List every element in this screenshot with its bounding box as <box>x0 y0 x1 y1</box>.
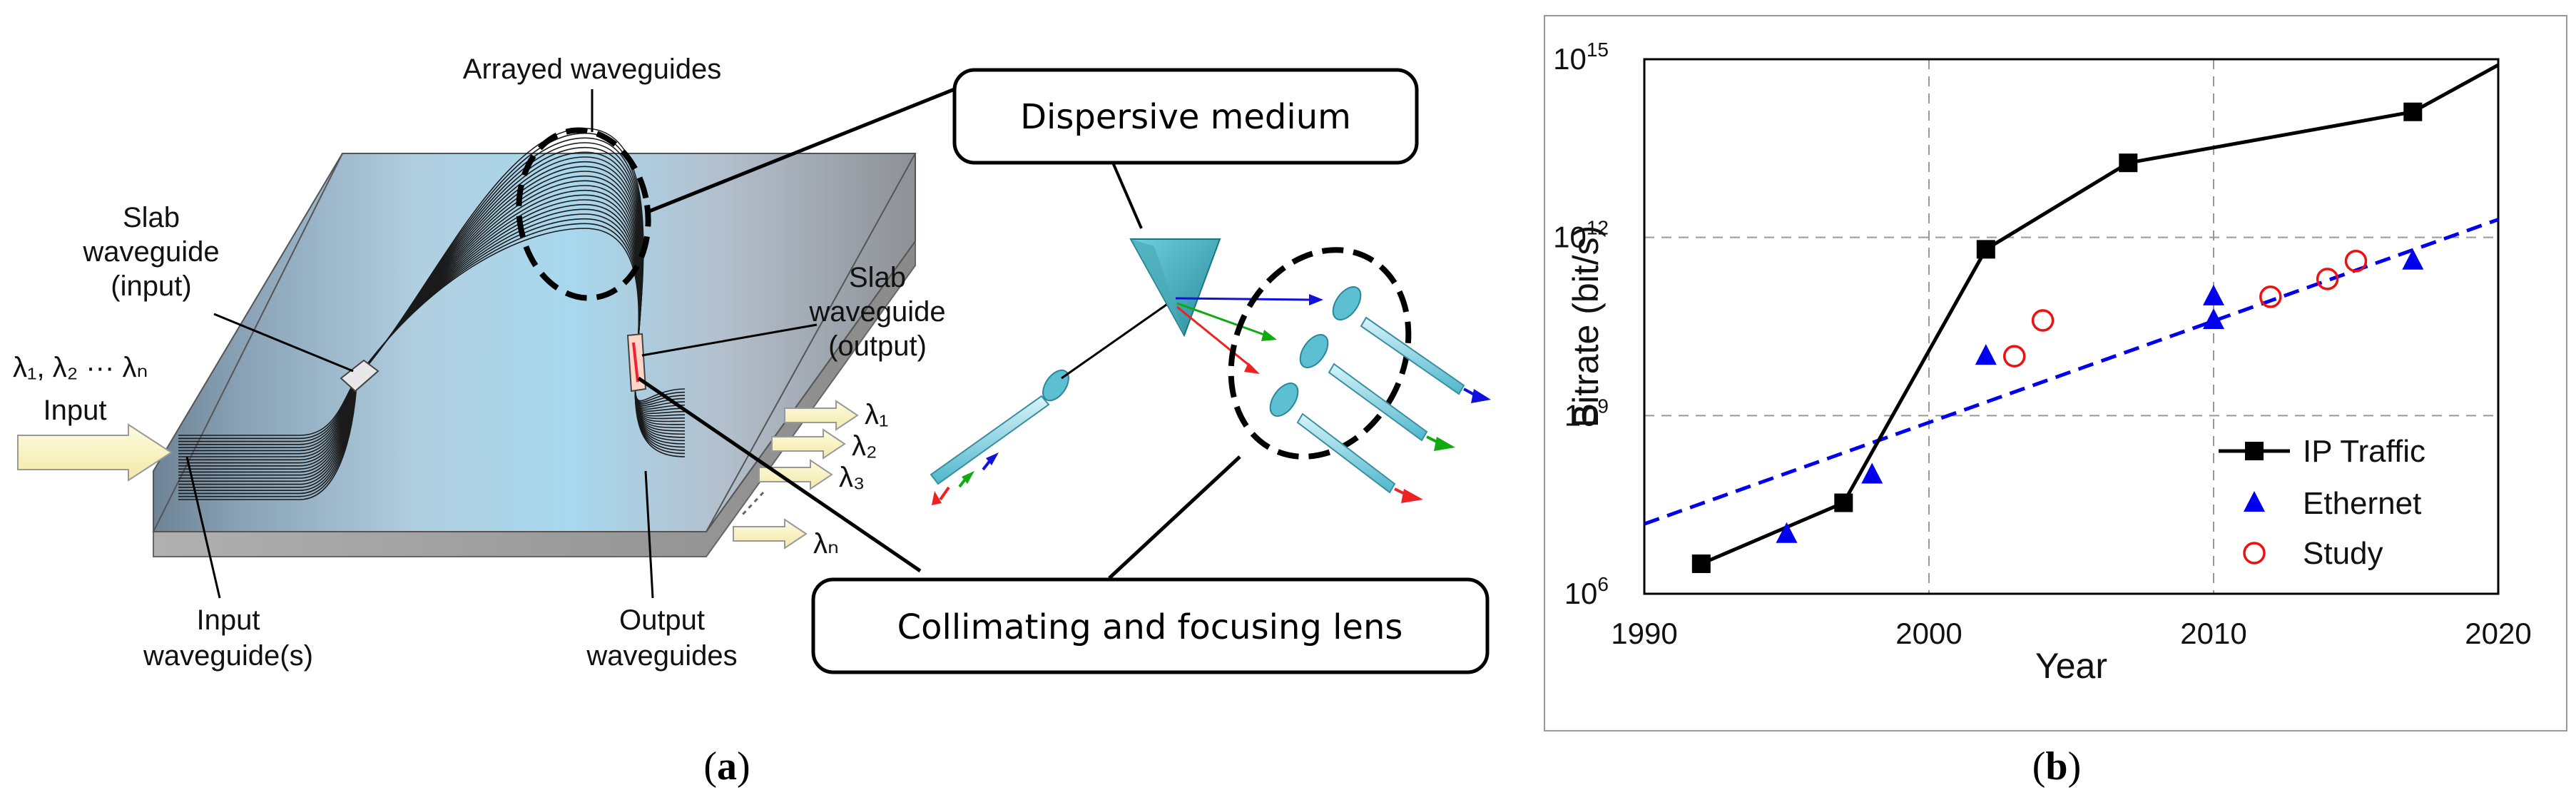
y-tick-label: 109 <box>1564 395 1609 432</box>
data-point-ip-traffic <box>1976 240 1995 259</box>
label-out-lambda-n: λₙ <box>813 528 839 560</box>
x-tick-label: 1990 <box>1611 617 1677 650</box>
panel-a: Arrayed waveguides Slab waveguide (input… <box>13 54 1491 789</box>
data-point-ethernet <box>2203 308 2224 330</box>
data-point-ip-traffic <box>1834 493 1853 512</box>
output-arrow-3 <box>758 459 833 490</box>
label-slab-output-2: waveguide <box>808 296 945 328</box>
data-point-ethernet <box>1975 344 1997 365</box>
x-tick-label: 2000 <box>1895 617 1962 650</box>
label-slab-output-1: Slab <box>849 262 906 293</box>
label-output-waveguides-2: waveguides <box>586 640 737 672</box>
lens-group-highlight <box>1228 247 1412 460</box>
data-point-ethernet <box>2203 284 2224 305</box>
x-tick-label: 2010 <box>2180 617 2246 650</box>
data-point-study <box>2031 309 2055 332</box>
data-point-ip-traffic <box>2403 102 2423 121</box>
data-point-ip-traffic <box>2119 153 2138 173</box>
label-slab-output-3: (output) <box>828 330 927 362</box>
y-tick-label: 106 <box>1564 573 1609 610</box>
data-point-ethernet <box>1776 522 1798 543</box>
label-input-waveguides-2: waveguide(s) <box>143 640 313 672</box>
x-tick-label: 2020 <box>2465 617 2531 650</box>
input-arrow <box>17 423 173 482</box>
x-axis-label: Year <box>2035 646 2107 686</box>
label-input: Input <box>44 395 107 426</box>
legend-label: Study <box>2303 536 2383 571</box>
arrayed-waveguides-highlight <box>516 127 651 301</box>
label-input-lambdas: λ₁, λ₂ ··· λₙ <box>13 352 148 383</box>
dispersive-medium-box <box>952 68 1419 165</box>
plot-area <box>1643 58 2500 595</box>
output-arrow-2 <box>771 428 846 460</box>
data-point-ethernet <box>2402 248 2424 270</box>
output-arrow-1 <box>784 400 859 431</box>
caption-b-letter: b <box>2045 744 2067 789</box>
lens-box <box>811 577 1490 674</box>
label-slab-input-1: Slab <box>123 202 180 233</box>
chart-frame <box>1544 15 2567 731</box>
caption-b: (b) <box>2032 744 2081 789</box>
label-output-waveguides-1: Output <box>619 604 705 636</box>
series-line-ip-traffic <box>1700 63 2500 566</box>
label-out-lambda-2: λ₂ <box>852 430 877 462</box>
dispersive-medium-label: Dispersive medium <box>1020 97 1351 137</box>
label-out-lambda-3: λ₃ <box>839 462 865 493</box>
legend-marker <box>2244 491 2265 512</box>
legend-marker <box>2243 542 2266 565</box>
data-point-study <box>2344 250 2368 273</box>
data-point-study <box>2316 268 2339 290</box>
output-arrow-n <box>733 518 808 550</box>
data-point-ip-traffic <box>1691 554 1711 573</box>
caption-a: (a) <box>703 744 750 789</box>
label-slab-input-2: waveguide <box>82 236 219 268</box>
y-tick-label: 1012 <box>1553 217 1609 254</box>
y-axis-label: Bitrate (bit/s) <box>1566 226 1606 427</box>
caption-a-letter: a <box>717 744 737 789</box>
data-point-study <box>2259 285 2282 308</box>
legend-marker <box>2245 442 2264 460</box>
y-tick-label: 1015 <box>1553 39 1609 76</box>
label-input-waveguides-1: Input <box>197 604 260 636</box>
optical-schematic <box>930 238 1491 505</box>
label-arrayed-waveguides: Arrayed waveguides <box>463 54 721 85</box>
legend-label: Ethernet <box>2303 486 2421 521</box>
legend-label: IP Traffic <box>2303 434 2425 469</box>
label-slab-input-3: (input) <box>111 270 191 302</box>
lens-label: Collimating and focusing lens <box>897 607 1403 647</box>
label-out-lambda-1: λ₁ <box>865 399 889 430</box>
data-point-ethernet <box>1861 462 1883 484</box>
slab-input <box>340 359 380 393</box>
data-point-study <box>2002 345 2026 368</box>
